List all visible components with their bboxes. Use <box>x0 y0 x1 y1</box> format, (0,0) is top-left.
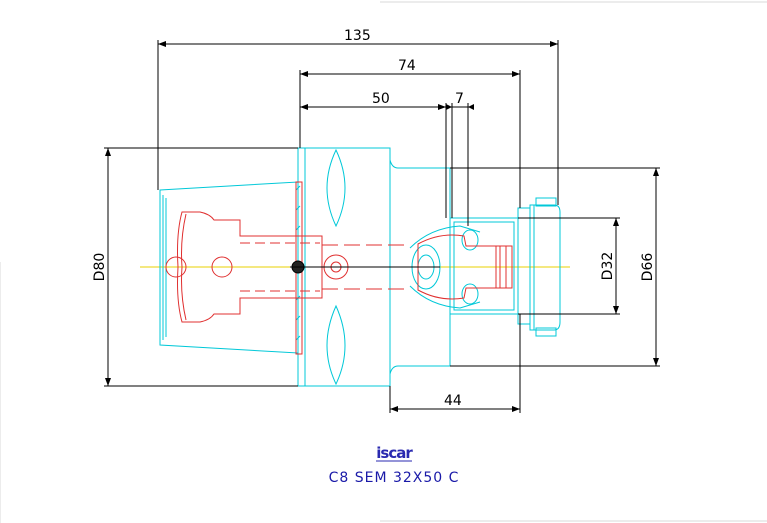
dim-74: 74 <box>398 58 416 74</box>
dim-d66: D66 <box>640 253 656 282</box>
dim-135: 135 <box>344 28 371 44</box>
drive-slot-bottom <box>326 304 346 386</box>
internal-features <box>165 181 513 355</box>
drive-slot-top <box>326 148 346 228</box>
dim-7: 7 <box>455 91 464 107</box>
part-caption: C8 SEM 32X50 C <box>329 470 460 486</box>
dim-50: 50 <box>372 91 390 107</box>
arrowheads <box>105 41 659 412</box>
dim-d80: D80 <box>92 253 108 282</box>
tool-body-outline <box>159 147 561 387</box>
dim-d32: D32 <box>600 252 616 281</box>
dimension-lines <box>104 40 660 413</box>
dim-44: 44 <box>444 393 462 409</box>
flange-hatching <box>295 185 301 341</box>
brand-logo: iscar <box>376 444 413 462</box>
